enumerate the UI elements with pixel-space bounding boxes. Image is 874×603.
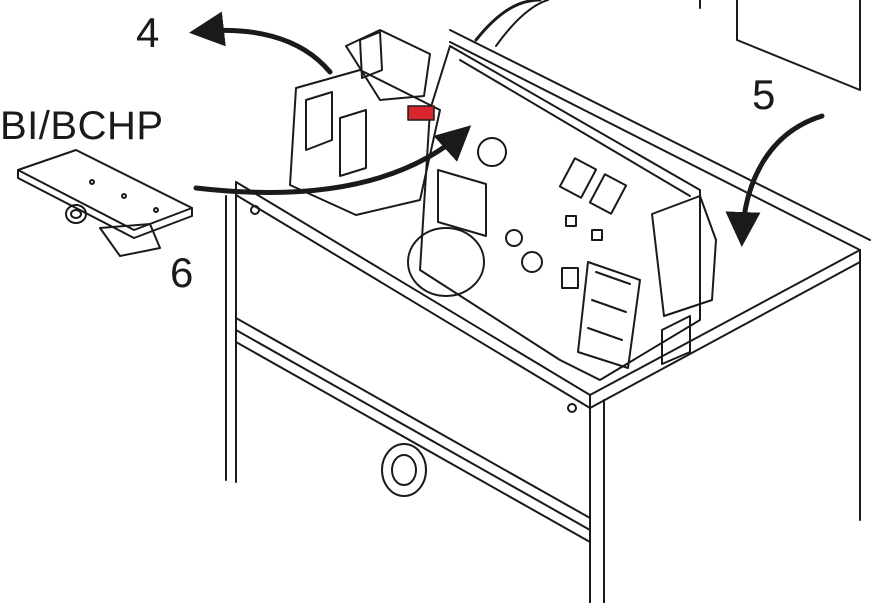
removed-board bbox=[17, 149, 193, 257]
board-label: BI/BCHP bbox=[0, 104, 164, 148]
arrow-6-icon bbox=[193, 125, 472, 195]
front-knob bbox=[381, 443, 427, 497]
circuit-board bbox=[407, 45, 701, 381]
arrow-5-icon bbox=[725, 113, 825, 247]
step-5-label: 5 bbox=[752, 71, 776, 118]
red-connector bbox=[407, 105, 435, 121]
cable bbox=[474, 0, 542, 42]
step-4-label: 4 bbox=[136, 9, 160, 56]
top-cover-flap bbox=[699, 0, 861, 91]
relay-housing bbox=[289, 29, 441, 216]
step-6-label: 6 bbox=[170, 249, 194, 296]
arrow-4-icon bbox=[189, 11, 333, 75]
mounting-bracket bbox=[651, 195, 717, 365]
cabinet-housing bbox=[225, 29, 871, 603]
